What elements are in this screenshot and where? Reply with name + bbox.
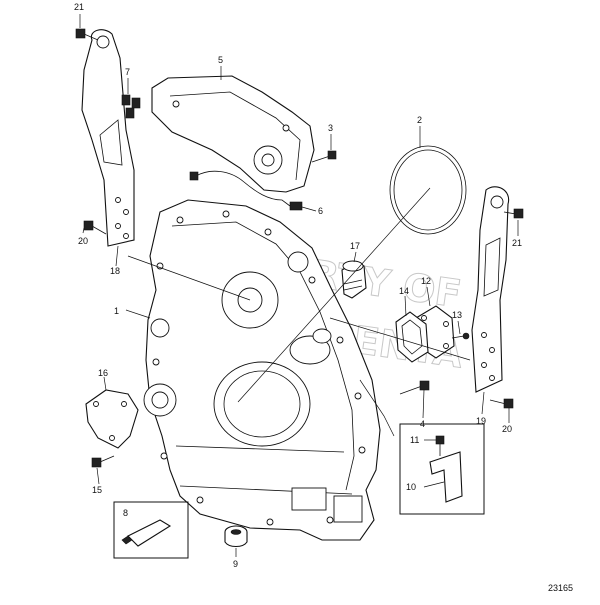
bolt-part-21-left: [75, 28, 99, 41]
bolt-part-3: [311, 150, 337, 163]
cover-part-16: [85, 389, 139, 449]
lifting-eye-right: [471, 186, 510, 393]
callout-2: 2: [417, 115, 422, 125]
bolt-part-4: [399, 380, 430, 395]
callout-7: 7: [125, 67, 130, 77]
callout-17: 17: [350, 241, 360, 251]
lifting-eye-left: [81, 29, 135, 247]
callout-1: 1: [114, 306, 119, 316]
cover-part-5: [151, 75, 315, 193]
callout-14: 14: [399, 286, 409, 296]
callout-8: 8: [123, 508, 128, 518]
callout-18: 18: [110, 266, 120, 276]
callout-6: 6: [318, 206, 323, 216]
plug-part-9: [224, 525, 248, 548]
sensor-cable-part-6: [189, 170, 303, 211]
callout-10: 10: [406, 482, 416, 492]
gasket-part-14: [395, 311, 429, 363]
callout-16: 16: [98, 368, 108, 378]
inset-box-sealant-8: [113, 501, 189, 559]
callout-13: 13: [452, 310, 462, 320]
callout-15: 15: [92, 485, 102, 495]
o-ring-part-2: [389, 145, 467, 235]
bolt-part-13: [451, 332, 470, 340]
centre-lines: [127, 187, 471, 437]
bolt-part-20-right: [489, 398, 514, 409]
callout-9: 9: [233, 559, 238, 569]
figure-id: 23165: [548, 583, 573, 593]
timing-cover-part-1: [143, 199, 381, 541]
bolt-part-20-left: [83, 220, 107, 235]
leader-lines: [79, 14, 519, 557]
callout-11: 11: [410, 435, 419, 445]
bolt-part-15: [91, 455, 115, 468]
bolt-part-21-right: [503, 208, 524, 219]
callout-5: 5: [218, 55, 223, 65]
inset-box-bracket-10: [399, 423, 485, 515]
callout-20-right: 20: [502, 424, 512, 434]
callout-12: 12: [421, 276, 431, 286]
callout-21-right: 21: [512, 238, 522, 248]
callout-labels: 21 7 5 2 3 6 20 18 1 17 12 14 13 16 15 9…: [74, 2, 522, 569]
callout-3: 3: [328, 123, 333, 133]
callout-19: 19: [476, 416, 486, 426]
callout-20-left: 20: [78, 236, 88, 246]
callout-21-left: 21: [74, 2, 84, 12]
clips-part-7: [121, 94, 141, 119]
callout-4: 4: [420, 419, 425, 429]
